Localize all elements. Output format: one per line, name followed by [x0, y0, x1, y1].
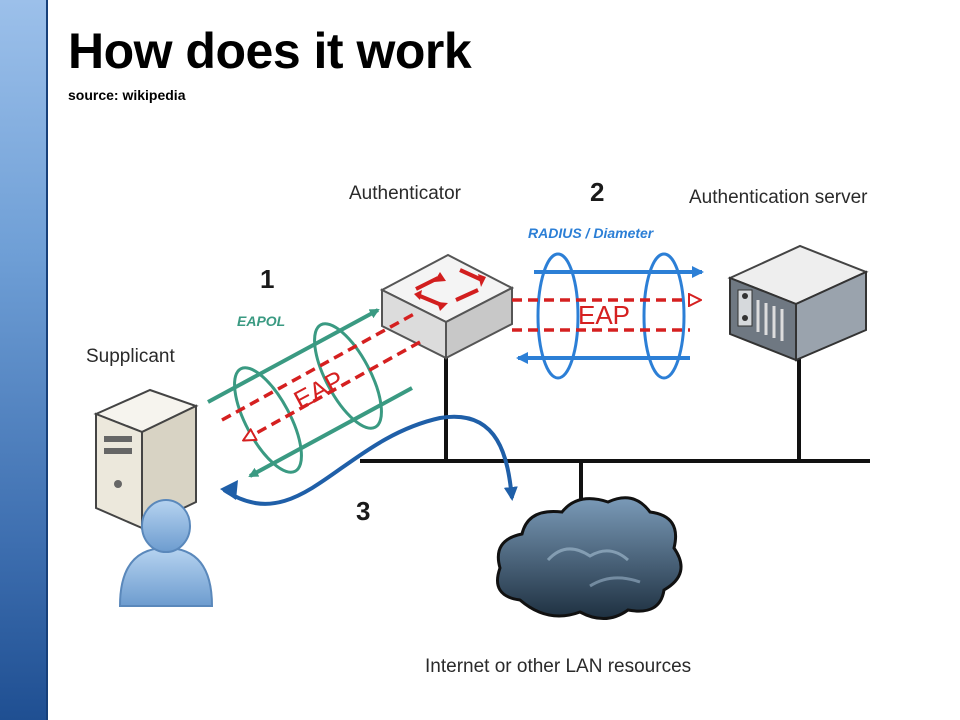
eap-red-dashes-left	[221, 312, 421, 440]
radius-tunnel-rings	[536, 252, 686, 380]
slide-subtitle: source: wikipedia	[68, 87, 186, 103]
eapol-green-arrows	[207, 308, 413, 478]
eap-label-right: EAP	[578, 300, 630, 330]
user-icon	[118, 499, 214, 607]
auth-server-label: Authentication server	[689, 187, 868, 208]
server-icon	[727, 244, 869, 362]
network-bus	[360, 355, 870, 520]
access-flow-arrowhead-left	[220, 480, 238, 500]
access-flow-arrow	[222, 414, 518, 506]
radius-blue-arrows	[516, 266, 704, 364]
step-2-number: 2	[590, 177, 604, 207]
slide-title: How does it work	[68, 23, 472, 79]
authenticator-label: Authenticator	[349, 183, 462, 204]
internet-label: Internet or other LAN resources	[425, 656, 691, 677]
eapol-label: EAPOL	[237, 313, 285, 329]
supplicant-label: Supplicant	[86, 346, 175, 367]
eap-red-dashes-right	[512, 300, 700, 332]
eap-label-left: EAP	[289, 364, 349, 415]
radius-label: RADIUS / Diameter	[528, 225, 655, 241]
computer-tower-icon	[93, 388, 199, 530]
switch-icon	[379, 253, 515, 360]
step-3-number: 3	[356, 496, 370, 526]
slide-sidebar-accent	[0, 0, 48, 720]
step-1-number: 1	[260, 264, 274, 294]
cloud-icon	[496, 496, 683, 620]
